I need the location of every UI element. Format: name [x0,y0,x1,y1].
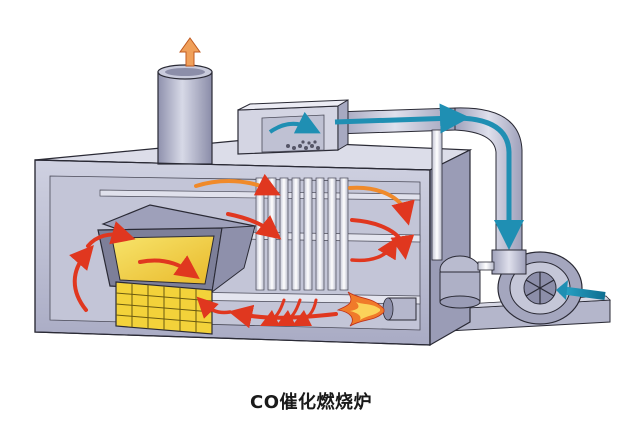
housing-outline [34,159,431,346]
burner [382,297,417,321]
exhaust-stack [157,64,213,165]
pump-motor [439,255,495,309]
burner-flame-icon [336,291,385,327]
catalyst-grid [115,281,213,335]
diagram-caption: CO催化燃烧炉 [249,392,372,413]
intake-arrow-icon [556,280,606,300]
exhaust-up-arrow-icon [179,37,201,67]
fan-icon [491,249,583,325]
cool-flow-arrows [268,103,524,250]
heat-flow-arrows [69,173,415,329]
